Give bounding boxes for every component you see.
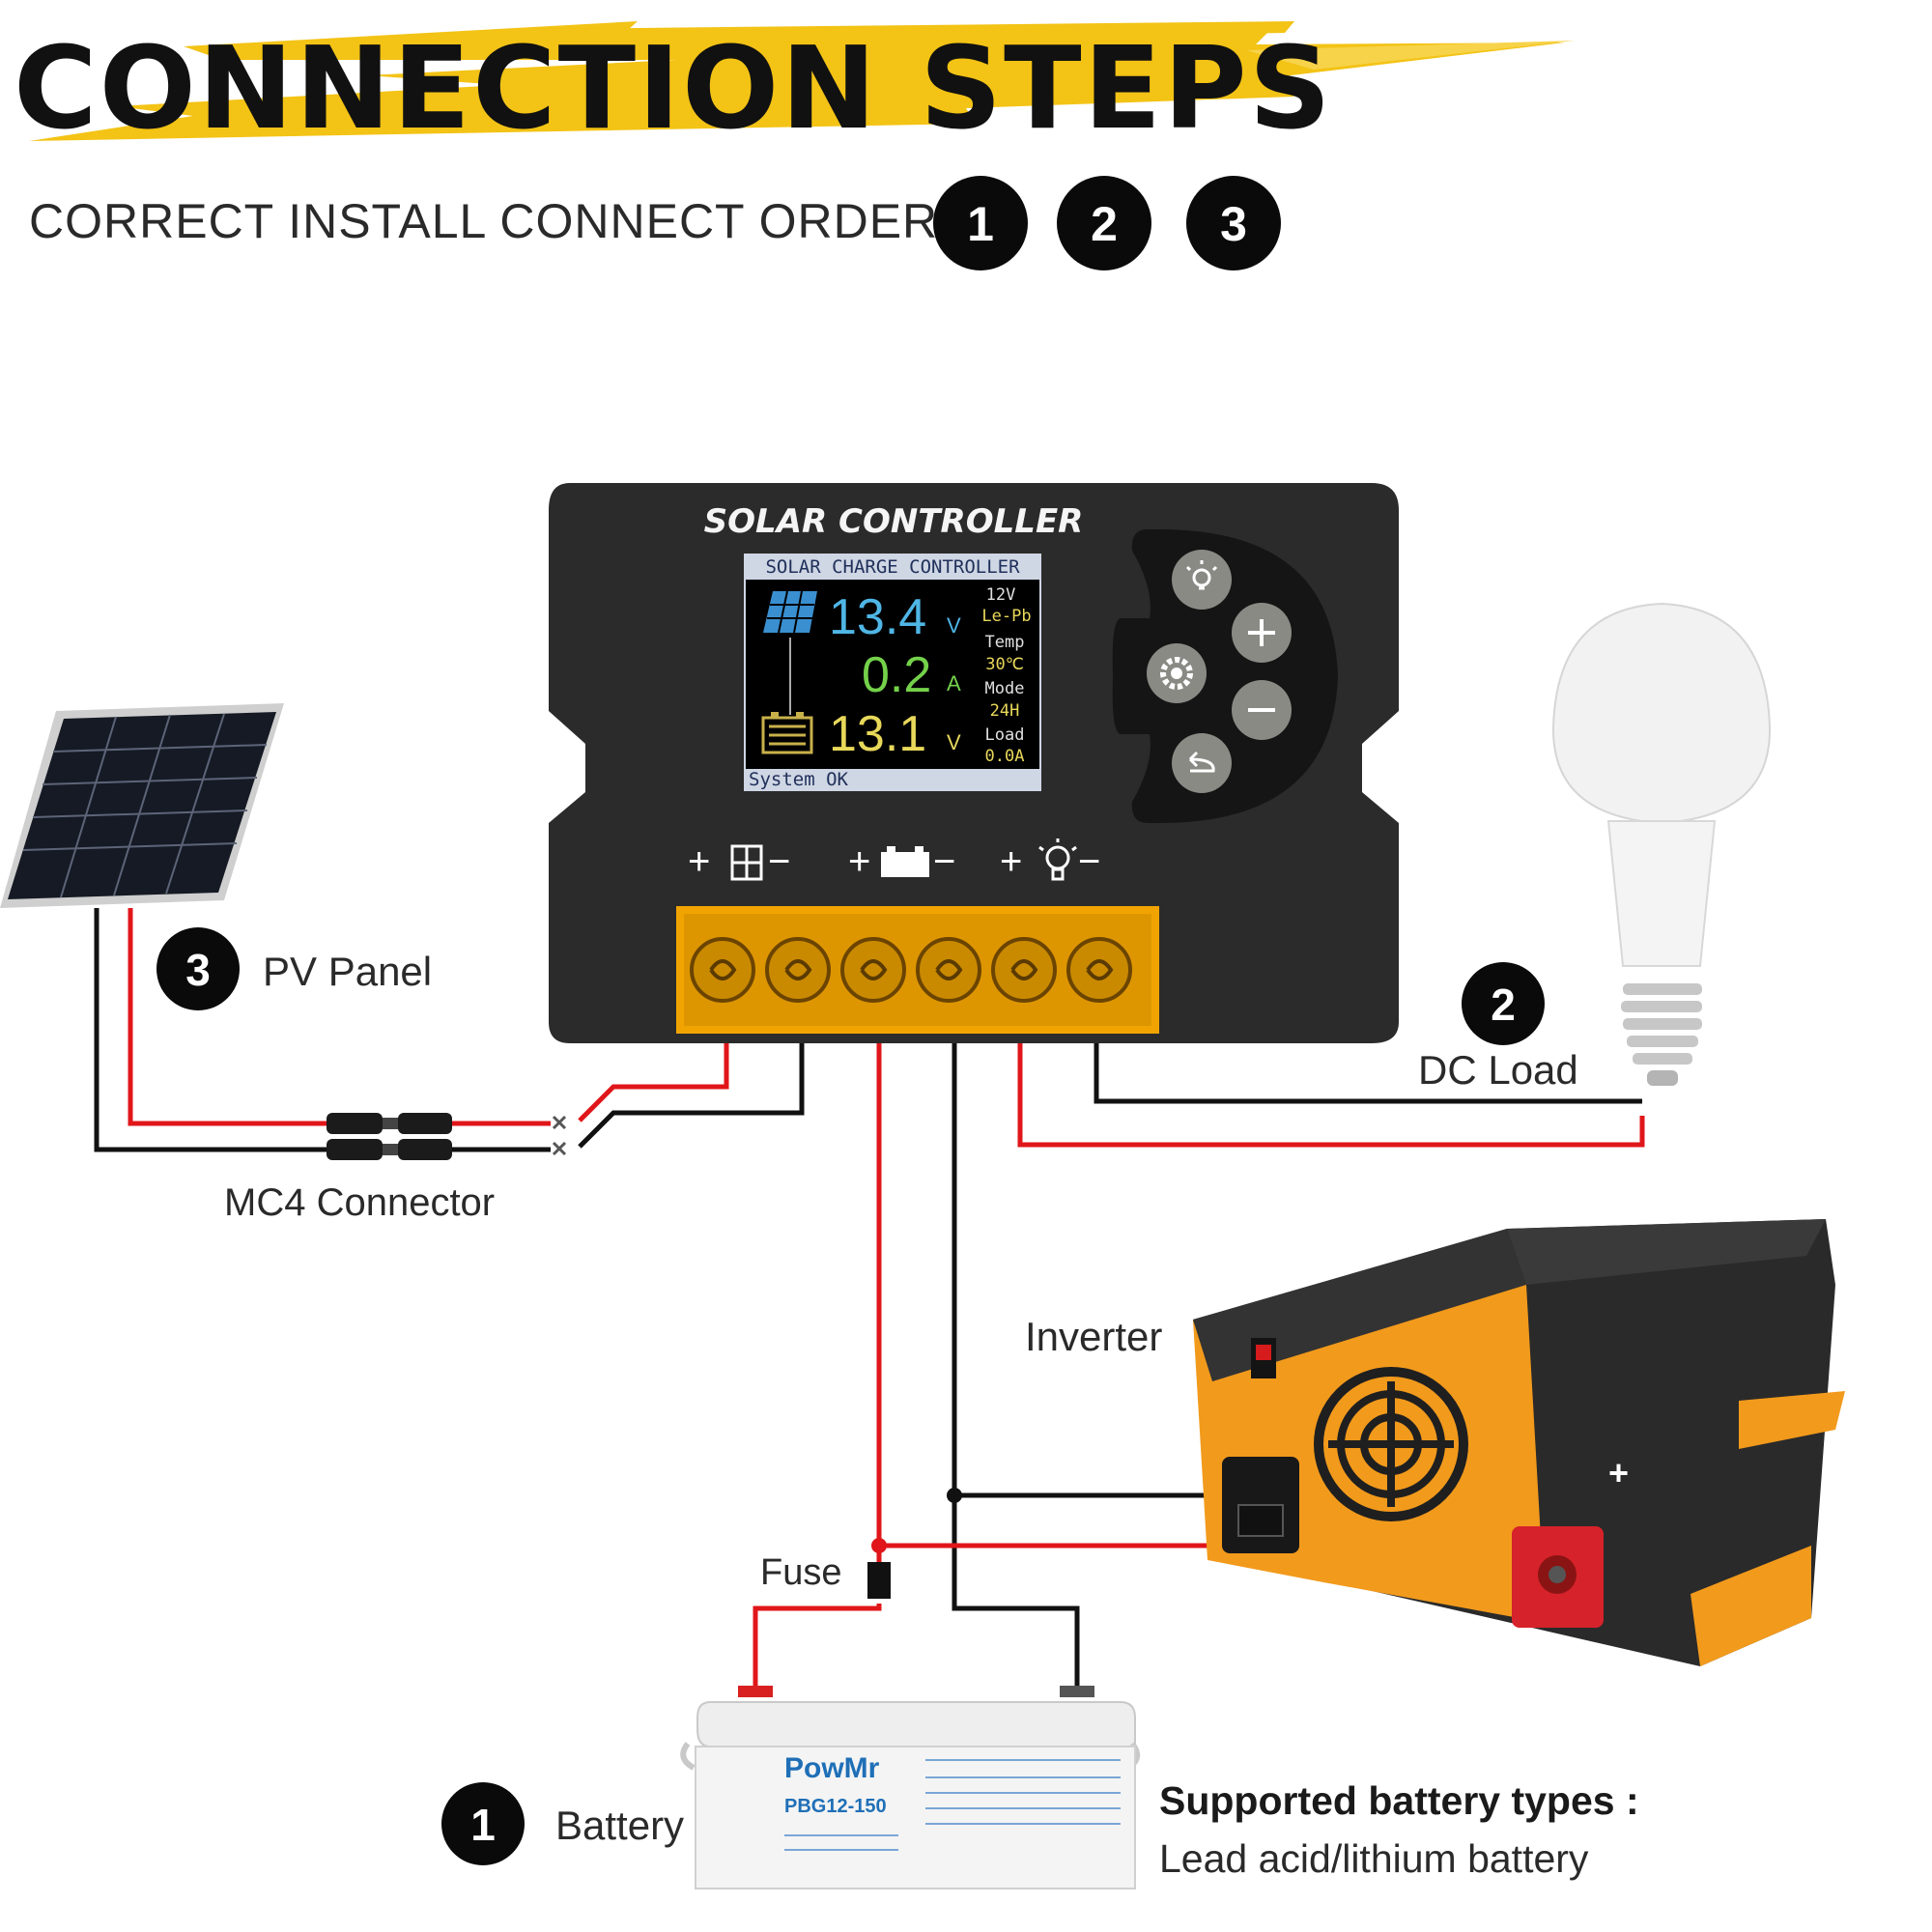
- light-button[interactable]: [1172, 550, 1232, 610]
- svg-text:24H: 24H: [990, 701, 1020, 721]
- supported-title: Supported battery types :: [1159, 1778, 1639, 1823]
- bulb-icon: [1038, 838, 1077, 881]
- svg-text:1: 1: [967, 197, 994, 251]
- svg-text:1: 1: [470, 1800, 496, 1850]
- terminal-screw: [690, 937, 755, 1003]
- lcd-battery-unit: V: [947, 730, 961, 754]
- supported-value: Lead acid/lithium battery: [1159, 1836, 1589, 1881]
- pv-panel-label: PV Panel: [263, 949, 432, 994]
- page-title: CONNECTION STEPS: [14, 21, 1333, 155]
- svg-text:−: −: [1078, 840, 1100, 883]
- pv-negative-wire: [94, 908, 328, 1152]
- terminal-screw: [1066, 937, 1132, 1003]
- svg-text:12V: 12V: [986, 585, 1016, 605]
- svg-text:Load: Load: [985, 725, 1025, 745]
- svg-text:Mode: Mode: [985, 679, 1025, 698]
- breaker-marks: [552, 1115, 567, 1156]
- battery-brand: PowMr: [784, 1752, 880, 1784]
- terminal-screw: [916, 937, 981, 1003]
- svg-text:2: 2: [1491, 980, 1516, 1030]
- settings-button[interactable]: [1147, 643, 1207, 703]
- wiring: [94, 908, 1645, 1692]
- load-positive-wire: [1017, 1043, 1645, 1148]
- lcd-side-info: 12V Le-Pb Temp 30℃ Mode 24H Load 0.0A: [981, 585, 1031, 766]
- svg-text:+: +: [688, 840, 710, 883]
- controller-brand-label: SOLAR CONTROLLER: [704, 502, 1084, 541]
- terminal-screws: [690, 937, 1132, 1003]
- plus-button[interactable]: [1232, 603, 1292, 663]
- step-badge-load: 2: [1462, 962, 1545, 1045]
- terminal-screw: [765, 937, 831, 1003]
- solar-controller: SOLAR CONTROLLER SOLAR CHARGE CONTROLLER: [549, 483, 1399, 1043]
- light-bulb-icon: [1551, 602, 1772, 1086]
- minus-button[interactable]: [1232, 680, 1292, 740]
- step-badge-battery: 1: [441, 1782, 525, 1865]
- load-negative-wire: [1094, 1043, 1642, 1104]
- order-badge-3: 3: [1186, 176, 1281, 270]
- pv-panel-icon: [0, 703, 284, 908]
- lcd-battery-icon: [761, 712, 813, 754]
- inverter-negative-wire: [954, 1492, 1239, 1521]
- svg-text:Temp: Temp: [985, 633, 1025, 652]
- page-subtitle: CORRECT INSTALL CONNECT ORDER:: [29, 194, 952, 248]
- dc-load-label: DC Load: [1418, 1047, 1578, 1093]
- terminal-screw: [991, 937, 1057, 1003]
- battery-label: Battery: [555, 1803, 684, 1848]
- step-badge-pv: 3: [156, 927, 240, 1010]
- fuse-icon: [867, 1562, 891, 1599]
- plus-icon: [1248, 619, 1275, 646]
- terminal-symbols: + − + − + −: [688, 838, 1100, 883]
- lcd-battery-voltage: 13.1: [829, 706, 926, 762]
- header: CONNECTION STEPS CORRECT INSTALL CONNECT…: [14, 21, 1575, 270]
- battery-label-lines: [784, 1759, 1121, 1851]
- back-button[interactable]: [1172, 733, 1232, 793]
- lcd-pv-icon: [763, 590, 817, 634]
- order-badge-2: 2: [1057, 176, 1151, 270]
- terminal-screw: [840, 937, 906, 1003]
- pv-positive-wire: [128, 908, 328, 1126]
- svg-text:30℃: 30℃: [985, 655, 1024, 674]
- battery-icon: [881, 846, 929, 877]
- svg-text:+: +: [848, 840, 870, 883]
- svg-text:Le-Pb: Le-Pb: [981, 607, 1031, 626]
- inverter-label: Inverter: [1025, 1314, 1162, 1359]
- lcd-pv-unit: V: [947, 613, 961, 638]
- svg-text:−: −: [933, 840, 955, 883]
- lcd-header: SOLAR CHARGE CONTROLLER: [765, 556, 1020, 578]
- svg-text:+: +: [1608, 1453, 1629, 1492]
- lcd-status: System OK: [749, 769, 849, 790]
- button-pad: [1112, 529, 1338, 823]
- svg-text:3: 3: [185, 945, 211, 995]
- lcd-screen: SOLAR CHARGE CONTROLLER 13.4 V 0.2: [744, 554, 1041, 791]
- pv-panel-icon: [730, 844, 763, 881]
- battery-illustration: PowMr PBG12-150: [680, 1686, 1141, 1889]
- settings-icon: [1160, 657, 1193, 690]
- lcd-current: 0.2: [862, 647, 931, 703]
- svg-text:+: +: [1000, 840, 1022, 883]
- title-brush-strokes: [29, 21, 1575, 141]
- battery-model: PBG12-150: [784, 1796, 887, 1817]
- inverter-icon: +: [1193, 1219, 1845, 1666]
- back-icon: [1188, 751, 1215, 773]
- svg-text:2: 2: [1091, 197, 1118, 251]
- order-badge-1: 1: [933, 176, 1028, 270]
- svg-text:−: −: [768, 840, 790, 883]
- mc4-connector-icon: [327, 1113, 452, 1160]
- svg-text:3: 3: [1220, 197, 1247, 251]
- svg-text:0.0A: 0.0A: [985, 747, 1025, 766]
- lcd-current-unit: A: [947, 671, 961, 696]
- mc4-label: MC4 Connector: [224, 1181, 495, 1224]
- lcd-pv-voltage: 13.4: [829, 589, 926, 645]
- fuse-label: Fuse: [760, 1552, 841, 1593]
- battery-negative-wire: [952, 1043, 1080, 1692]
- light-icon: [1185, 560, 1218, 590]
